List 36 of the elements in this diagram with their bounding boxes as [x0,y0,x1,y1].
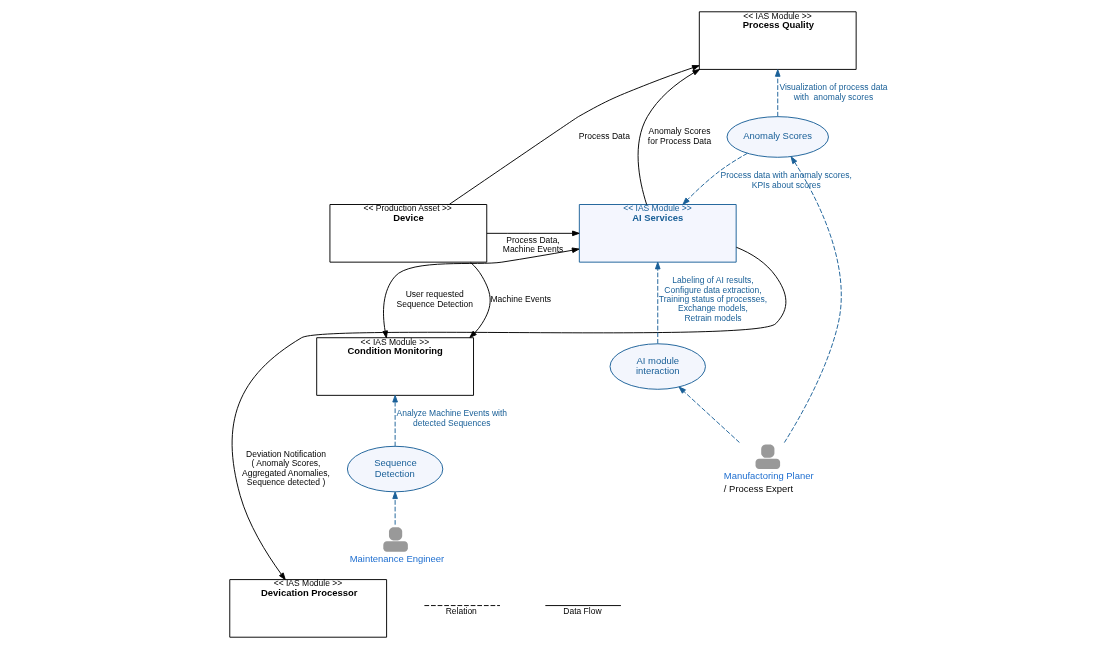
edge-label: Analyze Machine Events with detected Sequences [396,408,507,428]
node-ellipse: Sequence Detection [346,445,443,493]
node-box: << IAS Module >> Condition Monitoring [315,337,474,396]
arrow [654,261,661,345]
edge-label: Process Data, Machine Events [502,234,563,255]
arrow [682,152,748,205]
edge-label: Machine Events [490,294,551,305]
arrow [637,69,700,205]
edge-label: Anomaly Scores for Process Data [647,126,711,146]
edge-label: Visualization of process data with anomaly scores [778,82,888,102]
edge-label: User requested Sequence Detection [396,289,473,309]
arrow [774,69,780,117]
node-ellipse: AI module interaction [609,343,706,390]
arrow [381,247,579,339]
arrow [783,156,842,444]
legend-label: Relation [445,606,477,617]
arrow [231,246,786,581]
node-label: Manufactoring Planer [723,470,814,482]
node-box: << IAS Module >> Devication Processor [228,579,387,638]
edge-label: Deviation Notification ( Anomaly Scores, Aggregated Anomalies, Sequence detected ) [241,448,330,488]
node-label: / Process Expert [723,482,793,494]
arrow [391,491,398,526]
node-box: << IAS Module >> AI Services [578,204,737,263]
node-box: << IAS Module >> Process Quality [698,11,857,70]
edge-label: Process data with anomaly scores, KPIs about scores [720,170,852,190]
arrow [448,65,700,205]
node-label: Maintenance Engineer [349,553,444,565]
node-box: << Production Asset >> Device [328,204,487,263]
arrow [485,230,580,237]
arrow [678,386,740,443]
arrow [468,261,491,338]
arrow [391,394,398,447]
node-ellipse: Anomaly Scores [726,116,829,158]
edge-label: Labeling of AI results, Configure data extraction, Training status of processes, Exchange models, Retrain models [658,275,767,323]
edge-label: Process Data [578,131,630,142]
legend-label: Data Flow [562,606,602,617]
